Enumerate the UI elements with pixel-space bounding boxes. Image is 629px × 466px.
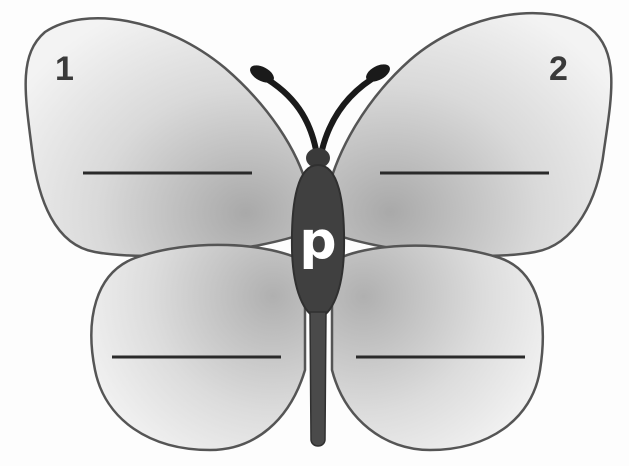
wing-lower-left bbox=[91, 245, 305, 450]
wing-label-1: 1 bbox=[55, 50, 74, 88]
body-letter: p bbox=[299, 211, 336, 271]
butterfly-tail bbox=[310, 312, 326, 446]
wing-upper-right bbox=[328, 13, 611, 256]
wing-label-2: 2 bbox=[549, 50, 568, 88]
wing-lower-right bbox=[332, 246, 543, 450]
